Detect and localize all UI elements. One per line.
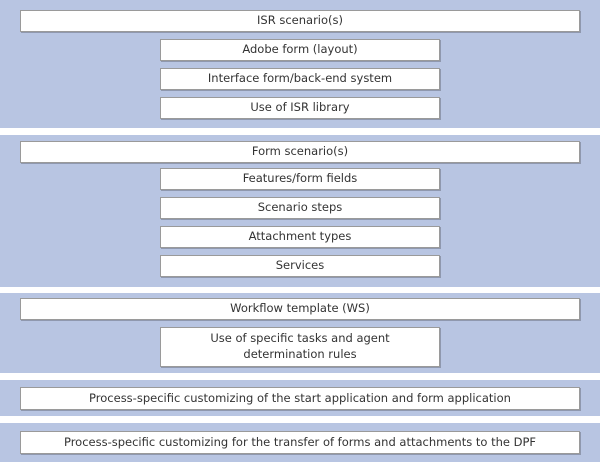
tasks-rules-box: Use of specific tasks and agent determin… (160, 327, 440, 367)
isr-library-box: Use of ISR library (160, 97, 440, 119)
scenario-steps-box: Scenario steps (160, 197, 440, 219)
workflow-template-box: Workflow template (WS) (20, 298, 580, 320)
attachment-types-box: Attachment types (160, 226, 440, 248)
interface-form-box: Interface form/back-end system (160, 68, 440, 90)
services-box: Services (160, 255, 440, 277)
form-scenario-box: Form scenario(s) (20, 141, 580, 163)
adobe-form-box: Adobe form (layout) (160, 39, 440, 61)
start-app-customizing-box: Process-specific customizing of the star… (20, 387, 580, 410)
isr-scenario-box: ISR scenario(s) (20, 10, 580, 32)
features-box: Features/form fields (160, 168, 440, 190)
dpf-customizing-box: Process-specific customizing for the tra… (20, 431, 580, 454)
